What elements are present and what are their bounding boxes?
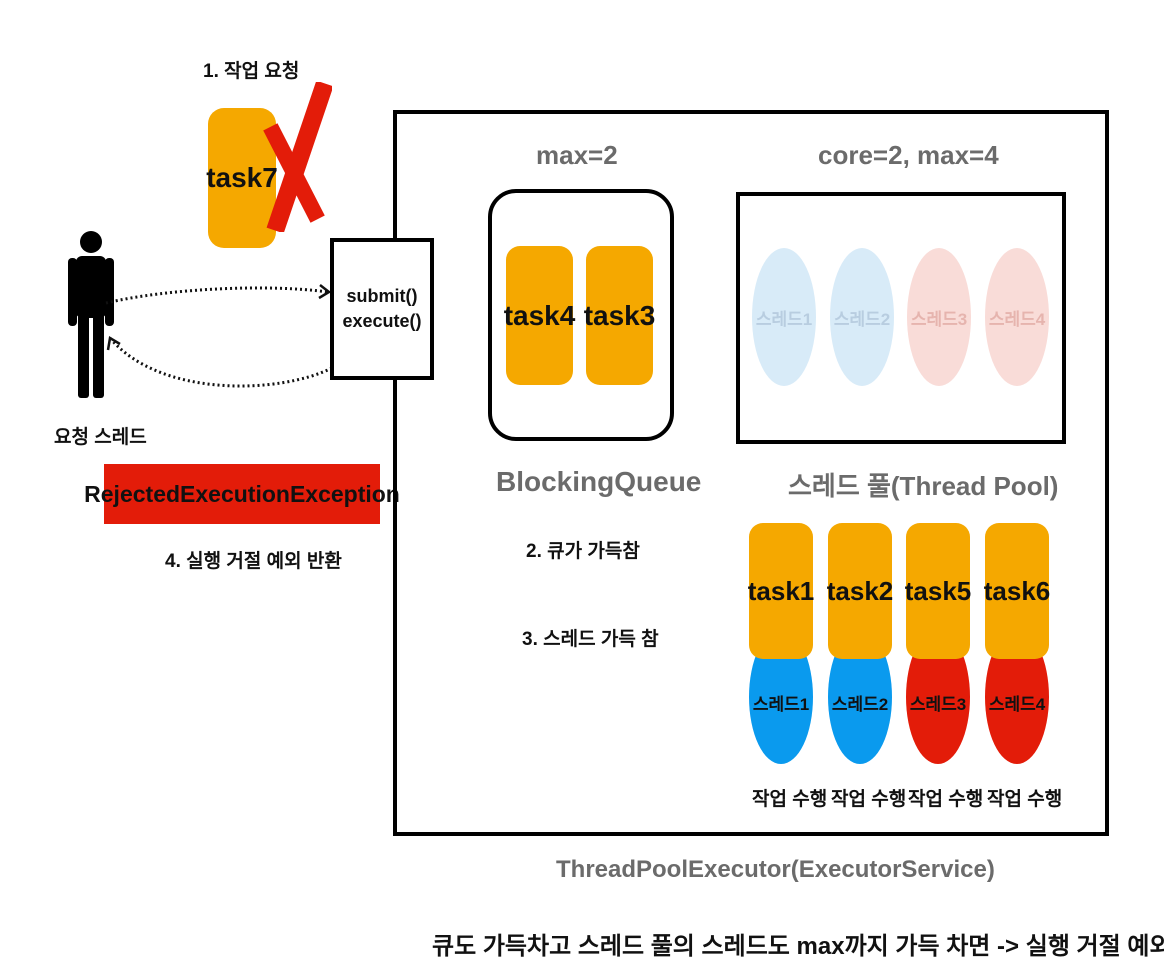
step2-label: 2. 큐가 가득참 [526, 541, 640, 562]
running-thread-label: 스레드2 [831, 694, 889, 714]
queue-task-label: task4 [503, 299, 576, 331]
running-task: task5 [904, 523, 972, 659]
running-task-label: task6 [983, 575, 1051, 606]
idle-thread-label: 스레드4 [988, 309, 1046, 329]
exception-label: RejectedExecutionException [84, 480, 400, 507]
queue-task: task4 [503, 246, 576, 385]
thread-pool-box [736, 192, 1066, 444]
idle-thread: 스레드1 [752, 248, 816, 386]
idle-thread: 스레드2 [830, 248, 894, 386]
requester-label: 요청 스레드 [54, 427, 147, 448]
running-task: task6 [983, 523, 1051, 659]
idle-thread: 스레드3 [907, 248, 971, 386]
idle-thread-label: 스레드1 [755, 309, 813, 329]
idle-thread: 스레드4 [985, 248, 1049, 386]
queue-capacity-label: max=2 [536, 140, 618, 170]
request-arrows [105, 284, 333, 388]
pool-name: 스레드 풀(Thread Pool) [788, 471, 1059, 501]
executor-name: ThreadPoolExecutor(ExecutorService) [556, 856, 995, 883]
worker-status: 작업 수행 [908, 789, 984, 810]
executor-frame [393, 110, 1109, 836]
idle-thread-label: 스레드2 [833, 309, 891, 329]
diagram-caption: 큐도 가득차고 스레드 풀의 스레드도 max까지 가득 차면 -> 실행 거절… [432, 933, 1164, 960]
execute-method: execute() [342, 311, 422, 331]
worker-status: 작업 수행 [987, 789, 1063, 810]
running-task-label: task5 [904, 575, 972, 606]
blocking-queue [488, 189, 674, 441]
exception-badge: RejectedExecutionException [84, 464, 400, 524]
submit-method: submit() [346, 286, 418, 306]
queue-name: BlockingQueue [496, 466, 702, 497]
person-icon [68, 231, 114, 398]
pool-config-label: core=2, max=4 [818, 140, 999, 170]
running-task: task1 [747, 523, 815, 659]
queue-task: task3 [583, 246, 656, 385]
running-task-label: task2 [826, 575, 894, 606]
reject-x-icon [263, 82, 332, 232]
worker-status: 작업 수행 [831, 789, 907, 810]
rejected-task-label: task7 [206, 162, 278, 193]
idle-thread-label: 스레드3 [910, 309, 968, 329]
running-task-label: task1 [747, 575, 815, 606]
step3-label: 3. 스레드 가득 참 [522, 629, 659, 650]
worker-status: 작업 수행 [752, 789, 828, 810]
queue-task-label: task3 [583, 299, 656, 331]
executor-entry-box: submit() execute() [330, 238, 434, 380]
running-thread-label: 스레드1 [752, 694, 810, 714]
running-task: task2 [826, 523, 894, 659]
step1-label: 1. 작업 요청 [203, 61, 300, 82]
step4-label: 4. 실행 거절 예외 반환 [165, 551, 342, 572]
running-thread-label: 스레드3 [909, 694, 967, 714]
running-thread-label: 스레드4 [988, 694, 1046, 714]
